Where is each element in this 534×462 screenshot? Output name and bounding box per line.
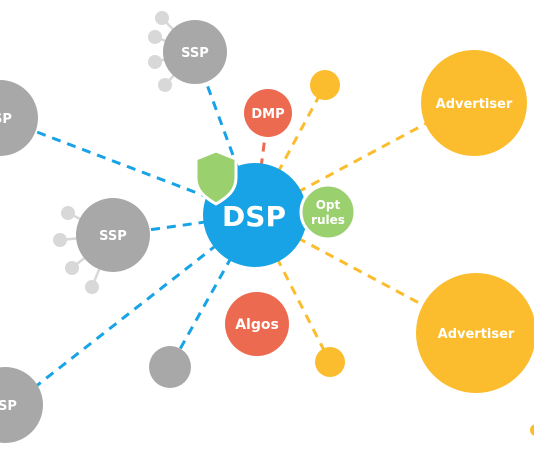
dsp-label: DSP: [222, 200, 286, 233]
advertiser-label: Advertiser: [436, 97, 513, 112]
opt-rules-node: Opt rules: [299, 183, 357, 241]
ssp-label: SSP: [181, 46, 209, 61]
ssp-node-mid: SSP: [53, 198, 150, 294]
dmp-label: DMP: [251, 107, 284, 122]
opt-rules-line2: rules: [311, 213, 345, 227]
advertiser-node-bottom: Advertiser: [416, 273, 534, 393]
dmp-node: DMP: [244, 89, 292, 137]
ssp-node-left-bottom: SSP: [0, 367, 43, 443]
shield-icon: [194, 149, 238, 206]
yellow-node-bottom: [315, 347, 345, 377]
advertiser-node-top: Advertiser: [421, 50, 527, 156]
link-dsp-yellow-bottom: [253, 214, 332, 363]
yellow-edge-dot: [530, 424, 534, 436]
algos-label: Algos: [235, 317, 279, 333]
link-dsp-grey-node: [168, 214, 257, 368]
advertiser-label: Advertiser: [438, 327, 515, 342]
ssp-node-left-top: SSP: [0, 80, 38, 156]
opt-rules-line1: Opt: [316, 198, 341, 212]
algos-node: Algos: [225, 292, 289, 356]
grey-node: [149, 346, 191, 388]
link-dsp-ssp-left-top: [0, 116, 256, 217]
yellow-node-top: [310, 70, 340, 100]
ssp-node-top: SSP: [148, 11, 227, 92]
ssp-label: SSP: [0, 112, 12, 127]
ssp-label: SSP: [99, 229, 127, 244]
ssp-label: SSP: [0, 399, 17, 414]
